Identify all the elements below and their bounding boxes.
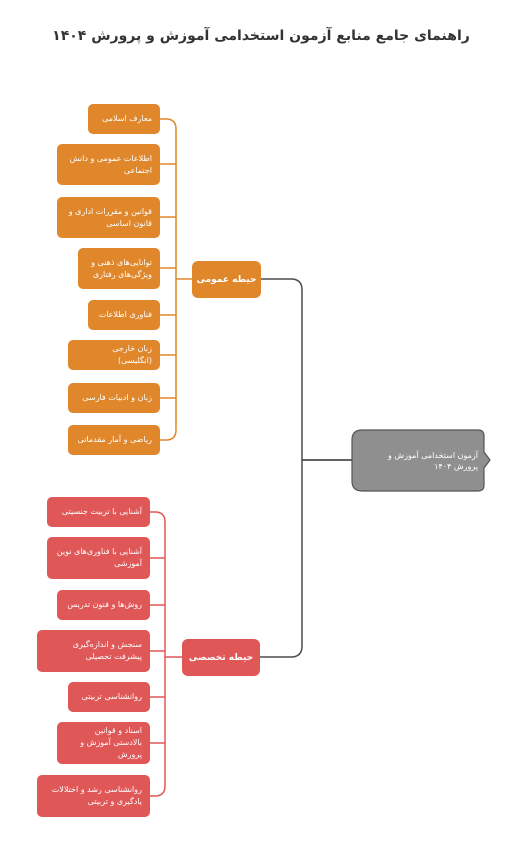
- general-item-math-statistics[interactable]: ریاضی و آمار مقدماتی: [68, 425, 160, 455]
- general-item-mental-abilities[interactable]: توانایی‌های ذهنی و ویژگی‌های رفتاری: [78, 248, 160, 289]
- specialized-item-gender-education[interactable]: آشنایی با تربیت جنسیتی: [47, 497, 150, 527]
- specialized-item-educational-technology[interactable]: آشنایی با فناوری‌های نوین آموزشی: [47, 537, 150, 579]
- specialized-item-assessment[interactable]: سنجش و اندازه‌گیری پیشرفت تحصیلی: [37, 630, 150, 672]
- branch-specialized[interactable]: حیطه تخصصی: [182, 639, 260, 676]
- root-node-shape: [351, 429, 491, 492]
- branch-general[interactable]: حیطه عمومی: [192, 261, 261, 298]
- page-title: راهنمای جامع منابع آزمون استخدامی آموزش …: [52, 28, 470, 44]
- general-item-information-technology[interactable]: فناوری اطلاعات: [88, 300, 160, 330]
- root-node-label: آزمون استخدامی آموزش و پرورش ۱۴۰۴: [387, 451, 478, 471]
- connector-root-specialized: [260, 459, 353, 658]
- specialized-item-teaching-methods[interactable]: روش‌ها و فنون تدریس: [57, 590, 150, 620]
- connector-root-general: [261, 278, 353, 461]
- general-item-persian-literature[interactable]: زبان و ادبیات فارسی: [68, 383, 160, 413]
- connector-specialized: [150, 511, 182, 797]
- general-item-english[interactable]: زبان خارجی (انگلیسی): [68, 340, 160, 370]
- connector-general: [160, 118, 192, 441]
- general-item-islamic-studies[interactable]: معارف اسلامی: [88, 104, 160, 134]
- general-item-general-knowledge[interactable]: اطلاعات عمومی و دانش اجتماعی: [57, 144, 160, 185]
- specialized-item-upstream-documents[interactable]: اسناد و قوانین بالادستی آموزش و پرورش: [57, 722, 150, 764]
- general-item-administrative-law[interactable]: قوانین و مقررات اداری و قانون اساسی: [57, 197, 160, 238]
- root-node[interactable]: آزمون استخدامی آموزش و پرورش ۱۴۰۴: [366, 445, 478, 477]
- specialized-item-developmental-psychology[interactable]: روانشناسی رشد و اختلالات یادگیری و تربیت…: [37, 775, 150, 817]
- specialized-item-educational-psychology[interactable]: روانشناسی تربیتی: [68, 682, 150, 712]
